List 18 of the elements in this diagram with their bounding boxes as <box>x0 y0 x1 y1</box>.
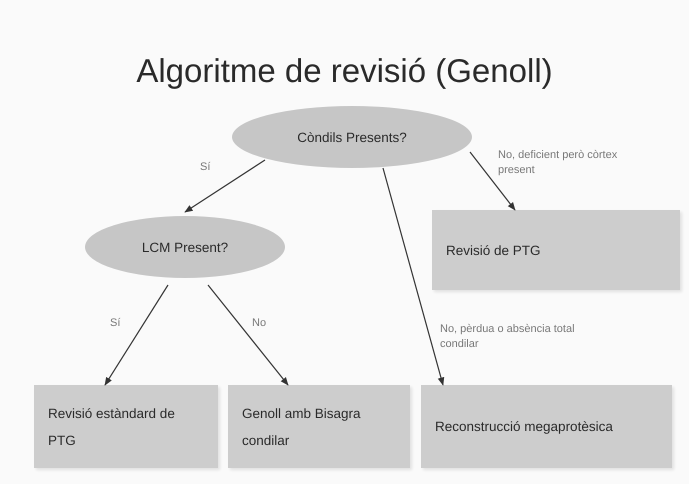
arrow <box>208 284 289 386</box>
arrow <box>382 168 444 386</box>
node-text: Còndils Presents? <box>297 130 407 144</box>
arrow <box>470 152 516 211</box>
process-box <box>432 210 680 290</box>
decision-ellipse <box>85 216 285 278</box>
arrow <box>184 160 266 212</box>
node-text: Reconstrucció megaprotèsica <box>434 418 614 436</box>
node-text: Genoll amb Bisagra condilar <box>241 404 362 450</box>
process-box <box>421 385 672 468</box>
node-text: Revisió estàndard de PTG <box>47 404 176 450</box>
title: Algoritme de revisió (Genoll) <box>135 52 554 90</box>
process-box <box>228 385 410 468</box>
node-text: LCM Present? <box>142 240 228 254</box>
arrow <box>104 284 168 386</box>
decision-ellipse <box>232 106 472 168</box>
process-box <box>34 385 218 468</box>
node-text: Revisió de PTG <box>445 242 542 260</box>
